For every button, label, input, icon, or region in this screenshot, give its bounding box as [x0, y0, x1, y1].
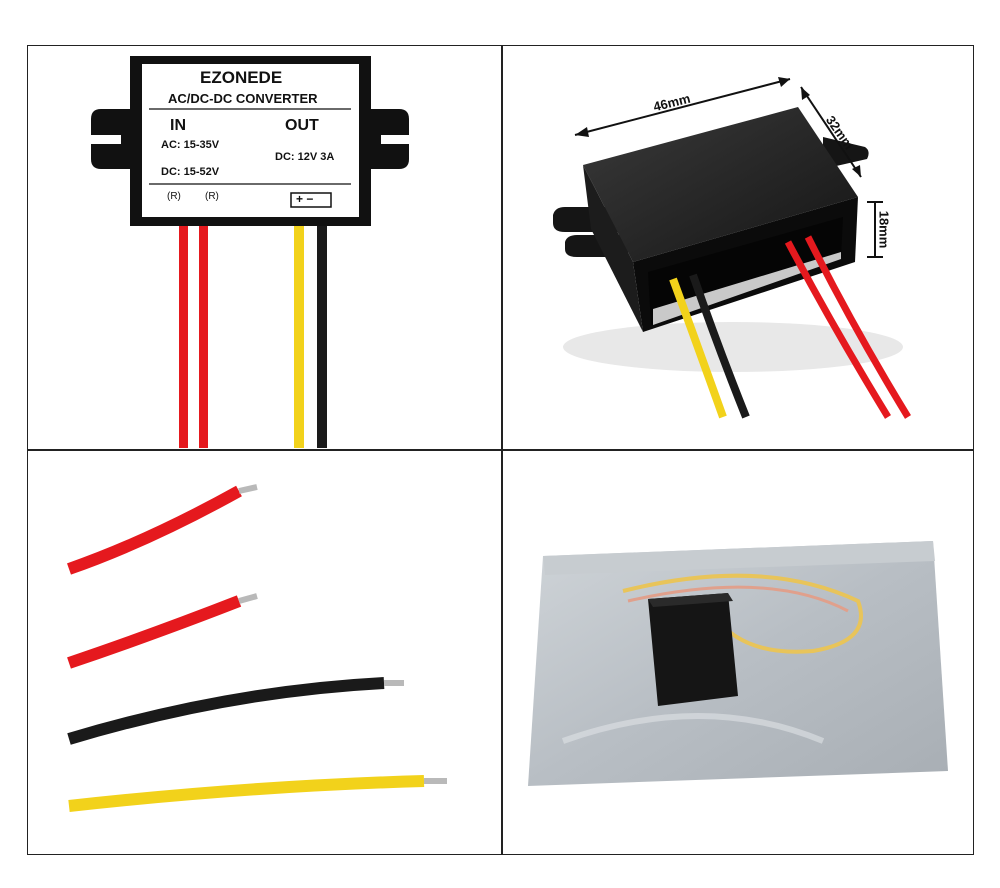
panel-wire-ends	[29, 451, 500, 853]
dc-input-spec: DC: 15-52V	[161, 166, 220, 178]
output-heading: OUT	[285, 117, 319, 134]
dc-output-spec: DC: 12V 3A	[275, 151, 335, 163]
brand-label: EZONEDE	[200, 68, 283, 87]
wire-ends-illustration	[67, 484, 447, 812]
panel-dimension-view: 46mm 32mm 18mm	[503, 47, 972, 448]
product-label: AC/DC-DC CONVERTER	[168, 91, 318, 106]
ac-input-spec: AC: 15-35V	[161, 139, 220, 151]
polarity-mark: + −	[296, 192, 314, 206]
dimension-height: 18mm	[876, 210, 892, 249]
wire-mark-left: (R)	[167, 191, 181, 202]
input-heading: IN	[170, 117, 186, 134]
converter-dimension-illustration	[553, 77, 911, 419]
grid-horizontal-divider	[27, 449, 974, 451]
panel-front-view: EZONEDE AC/DC-DC CONVERTER IN OUT AC: 15…	[29, 47, 500, 448]
panel-packaged	[503, 451, 972, 853]
packaged-converter-illustration	[528, 541, 948, 786]
converter-front-illustration	[91, 56, 409, 448]
wire-mark-right: (R)	[205, 191, 219, 202]
